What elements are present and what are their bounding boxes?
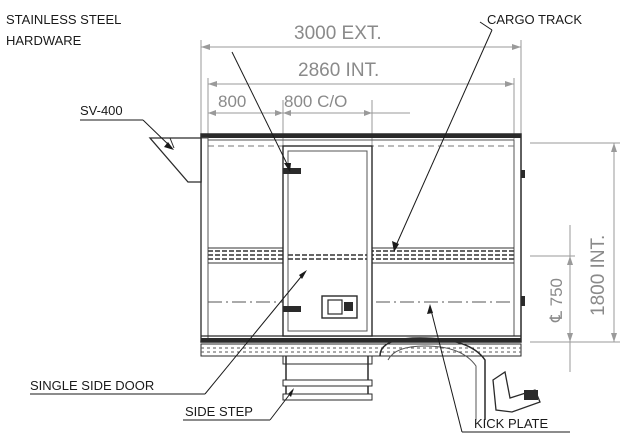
- side-step: [282, 355, 373, 401]
- dim-int-width: 2860 INT.: [298, 60, 379, 81]
- label-single-side-door: SINGLE SIDE DOOR: [30, 378, 154, 393]
- label-kick-plate: KICK PLATE: [474, 416, 549, 431]
- dim-centerline-height: ℄ 750: [547, 278, 566, 323]
- dim-ext-width: 3000 EXT.: [294, 23, 382, 44]
- dim-door-cutout: 800 C/O: [284, 92, 347, 111]
- label-sv400: SV-400: [80, 103, 123, 118]
- label-cargo-track: CARGO TRACK: [487, 12, 582, 27]
- dim-offset: 800: [218, 92, 246, 111]
- label-stainless-steel: STAINLESS STEEL: [6, 12, 121, 27]
- leaders: [30, 21, 570, 433]
- side-door: [282, 145, 373, 337]
- chassis: [200, 337, 541, 420]
- sv400-unit: [148, 137, 202, 183]
- dimension-lines: [200, 40, 620, 372]
- truck-body: [200, 133, 525, 343]
- label-hardware: HARDWARE: [6, 33, 82, 48]
- label-side-step: SIDE STEP: [185, 404, 253, 419]
- dim-int-height: 1800 INT.: [588, 235, 609, 316]
